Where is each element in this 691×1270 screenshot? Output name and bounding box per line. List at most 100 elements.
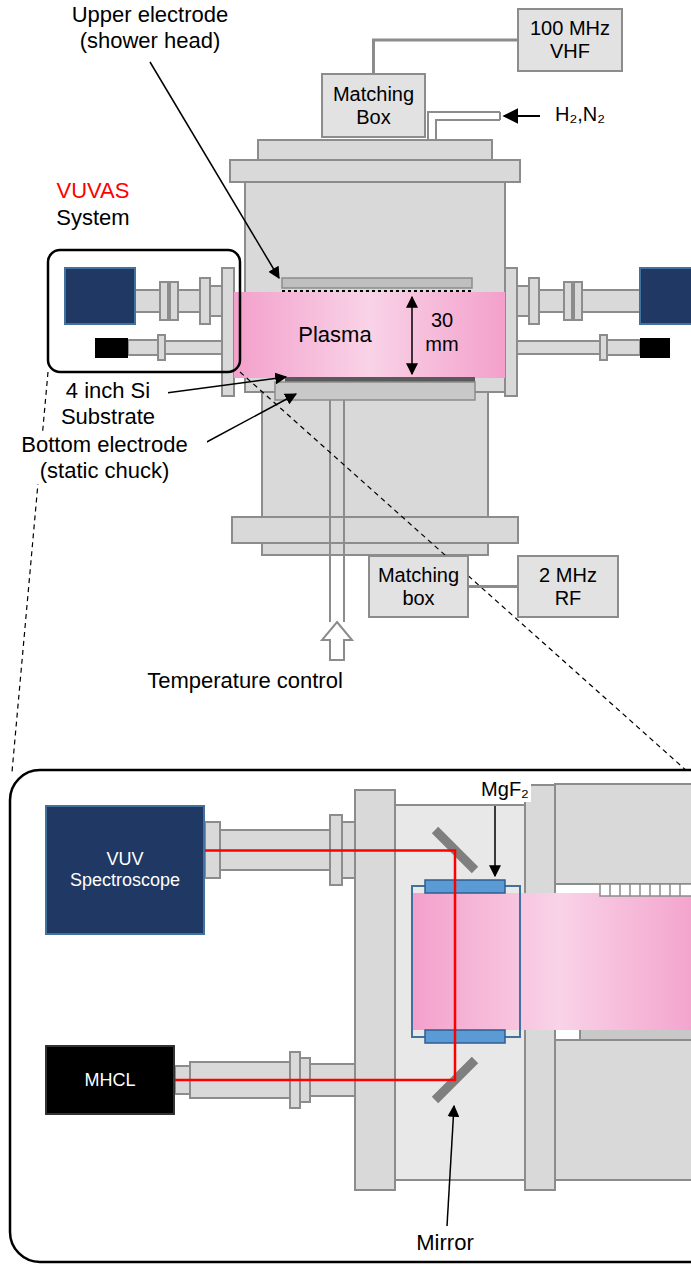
gap-arrow — [411, 297, 413, 374]
cooling-pipe — [343, 400, 345, 622]
label-holder: MgF₂ — [470, 778, 540, 802]
chamber — [222, 268, 234, 396]
leader-line — [494, 806, 496, 876]
cable — [469, 585, 517, 588]
chamber — [230, 160, 520, 182]
shower-holes — [282, 290, 472, 292]
chamber — [505, 268, 517, 396]
label-holder: Temperature control — [95, 668, 395, 694]
box-text: MHCL — [84, 1070, 135, 1091]
inset-hardware — [555, 1040, 691, 1180]
right-port — [600, 335, 607, 360]
shower-head — [600, 884, 691, 896]
chamber — [262, 392, 488, 517]
inset-frame — [10, 770, 691, 1262]
shower-holes — [669, 884, 671, 896]
chamber — [232, 517, 518, 543]
label-holder: 4 inch Si Substrate — [48, 378, 168, 430]
lamp-box: MHCL — [45, 1045, 175, 1115]
cooling-pipe — [329, 400, 331, 622]
coolant-arrow — [322, 622, 352, 660]
part-label: Upper electrode (shower head) — [50, 2, 250, 54]
zoom-line — [240, 372, 688, 772]
right-port — [529, 278, 539, 324]
matching-box: Matching box — [368, 555, 469, 618]
lamp-icon — [640, 338, 670, 358]
left-port — [160, 282, 168, 320]
shower-holes — [609, 884, 611, 896]
generator-box: 2 MHz RF — [517, 555, 619, 618]
vuvas-outline — [48, 250, 240, 372]
cooling-pipe — [330, 400, 344, 622]
plasma — [234, 292, 505, 378]
static-chuck — [275, 382, 475, 400]
shower-holes — [649, 884, 651, 896]
chamber — [262, 543, 488, 555]
label-holder: 30 mm — [418, 309, 466, 356]
right-port — [517, 278, 640, 360]
label-holder: H₂,N₂ — [545, 103, 615, 127]
left-port — [128, 340, 158, 355]
right-port — [564, 282, 572, 320]
leader-line — [166, 377, 286, 393]
left-port — [165, 341, 222, 354]
chamber — [222, 140, 520, 555]
window-holder — [412, 886, 520, 1037]
plasma-label: Plasma — [290, 322, 380, 348]
mgf2-window — [425, 880, 505, 893]
mgf2-window — [425, 1030, 505, 1043]
label-holder: Bottom electrode (static chuck) — [2, 432, 207, 484]
label-holder: Mirror — [405, 1230, 485, 1256]
part-label: 4 inch Si Substrate — [48, 378, 168, 430]
left-port — [128, 278, 222, 360]
left-port — [170, 282, 178, 320]
cable — [374, 40, 518, 73]
chamber — [258, 140, 492, 160]
label-holder: Plasma — [290, 322, 380, 348]
right-port — [574, 282, 582, 320]
light-path — [175, 851, 455, 1081]
dimension-label: 30 mm — [418, 309, 466, 356]
leader-line — [447, 1106, 454, 1226]
note-label: Temperature control — [95, 668, 395, 694]
shower-holes — [629, 884, 631, 896]
shower-holes — [639, 884, 641, 896]
left-port — [210, 286, 222, 316]
left-port — [135, 290, 160, 312]
part-label: Bottom electrode (static chuck) — [2, 432, 207, 484]
matching-box: Matching Box — [321, 73, 426, 138]
gas-arrow — [504, 115, 540, 117]
inset-hardware — [555, 784, 691, 884]
spectroscope-icon — [65, 268, 135, 324]
box-text: 2 MHz RF — [533, 564, 603, 610]
box-text: VUV Spectroscope — [60, 849, 190, 890]
part-label: MgF₂ — [479, 778, 531, 802]
system-label: VUVAS — [48, 178, 138, 204]
spectroscope-box: VUV Spectroscope — [45, 805, 205, 935]
inset-hardware — [175, 784, 691, 1190]
spectroscope-icon — [640, 268, 691, 324]
generator-box: 100 MHz VHF — [517, 8, 623, 72]
gas-label: H₂,N₂ — [545, 103, 615, 127]
part-label: Mirror — [414, 1230, 475, 1256]
left-port — [158, 335, 165, 360]
system-label: System — [48, 205, 138, 231]
right-port — [582, 290, 640, 312]
right-port — [607, 340, 640, 355]
box-text: 100 MHz VHF — [525, 17, 615, 63]
label-holder: Upper electrode (shower head) — [50, 2, 250, 54]
label-holder: System — [48, 205, 138, 231]
right-port — [517, 286, 529, 316]
lamp-icon — [95, 338, 128, 358]
shower-holes — [659, 884, 661, 896]
shower-holes — [679, 884, 681, 896]
shower-holes — [610, 884, 680, 896]
gas-pipe — [499, 112, 501, 120]
shower-holes — [619, 884, 621, 896]
left-port — [178, 290, 200, 312]
left-port — [200, 278, 210, 324]
leader-line — [203, 394, 296, 444]
label-holder: VUVAS — [48, 178, 138, 204]
box-text: Matching Box — [329, 83, 418, 129]
